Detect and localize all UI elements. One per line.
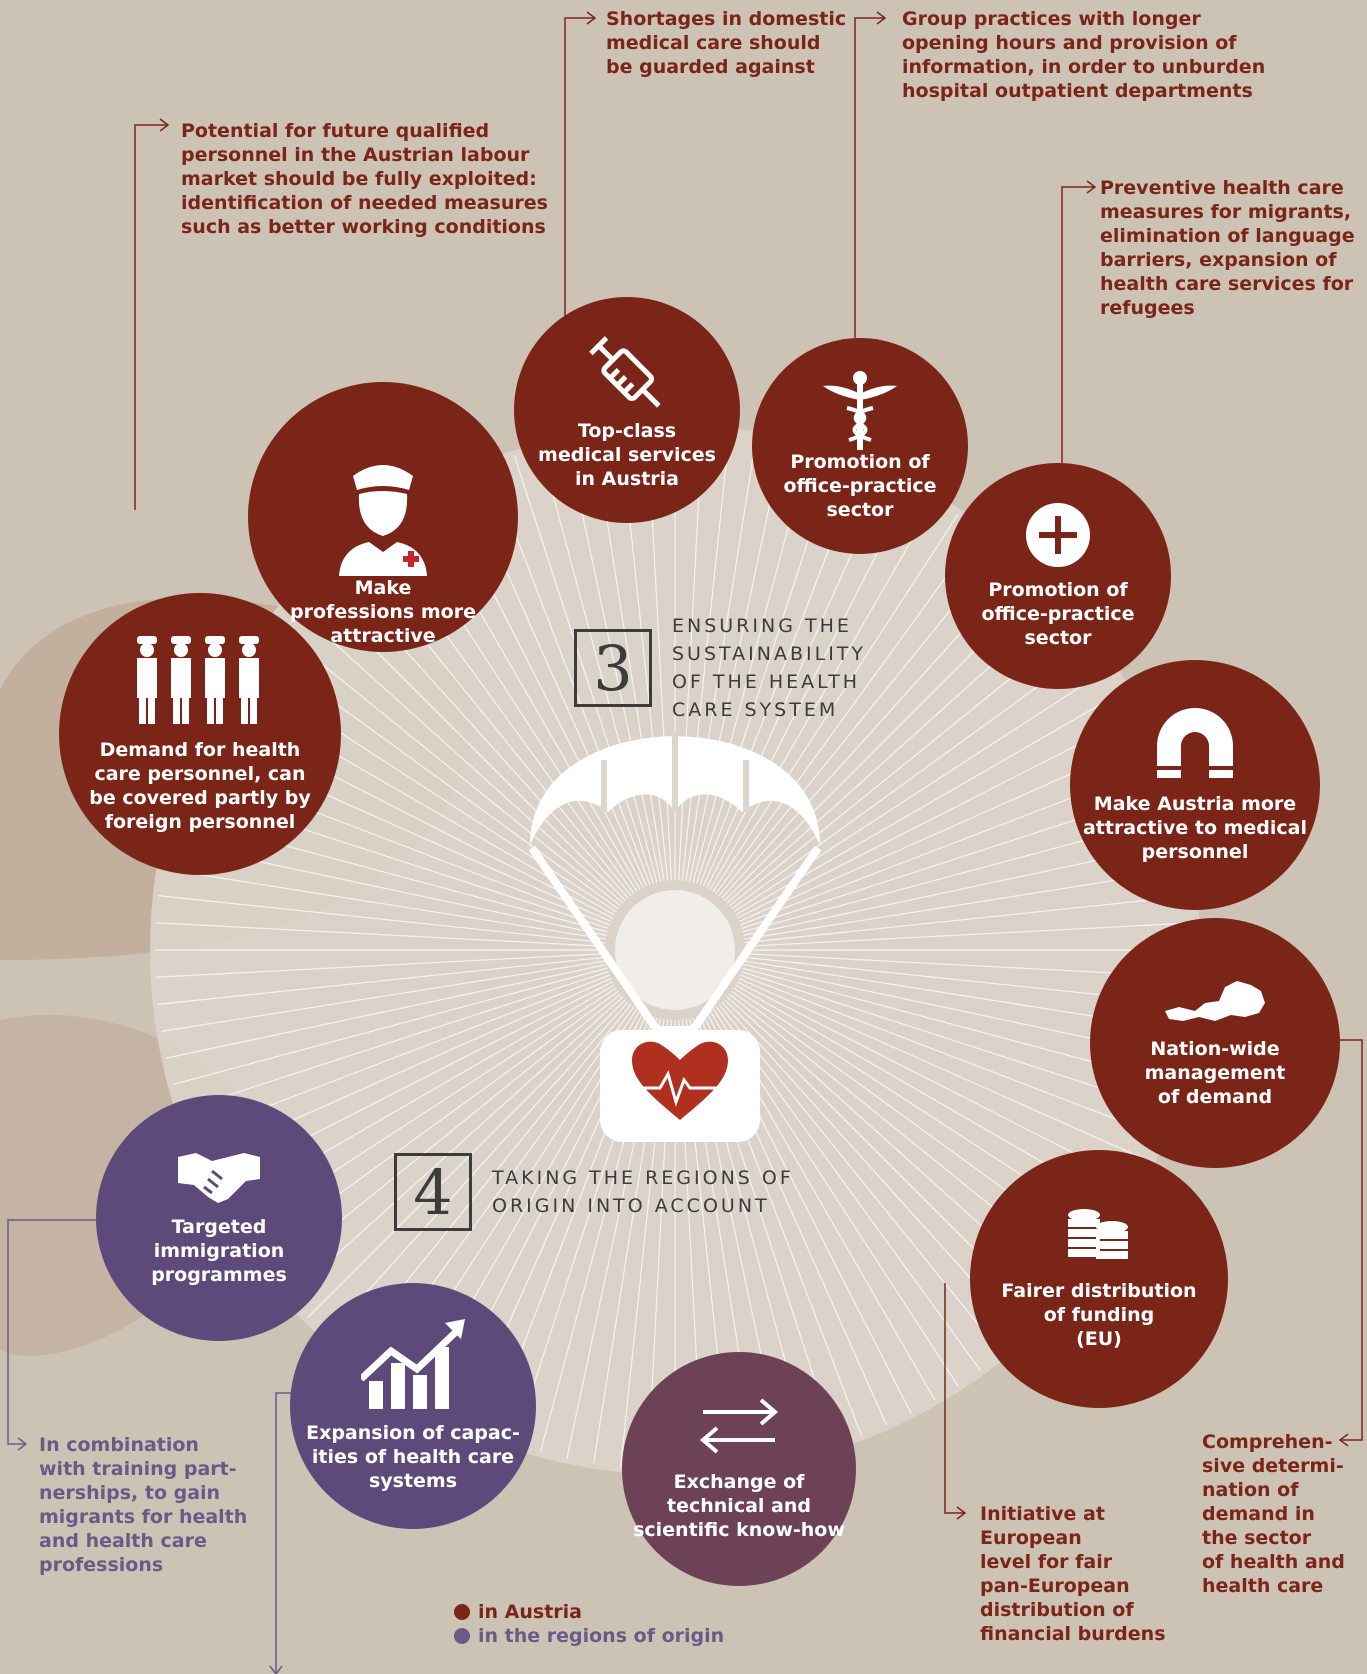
sunburst-ray [155, 953, 606, 978]
sunburst-ray [539, 447, 658, 883]
measure-label: Top-class medical services in Austria [538, 420, 716, 490]
note-eu-initiative: Initiative at European level for fair pa… [980, 1503, 1166, 1645]
sunburst-ray [738, 977, 1151, 1163]
sunburst-ray [270, 622, 621, 907]
measure-label: Fairer distribution of funding (EU) [1001, 1280, 1197, 1350]
caduceus-icon [823, 371, 897, 450]
note-demand-determination: Comprehen- sive determi- nation of deman… [1202, 1431, 1345, 1597]
syringe-icon [589, 336, 661, 408]
magnet-icon [1157, 708, 1233, 778]
note-group-practices: Group practices with longer opening hour… [902, 8, 1266, 102]
measure-label: Targeted immigration programmes [151, 1216, 287, 1286]
measure-office-practice-1: Promotion of office-practice sector [752, 338, 968, 554]
sunburst-ray [715, 1006, 982, 1372]
measure-label: Promotion of office-practice sector [783, 451, 937, 521]
measure-office-practice-2: Promotion of office-practice sector [945, 463, 1171, 689]
sunburst-ray [288, 601, 624, 904]
sunburst-ray [566, 441, 662, 882]
legend-item-origin: in the regions of origin [454, 1624, 724, 1648]
connector-lines-origin [7, 1219, 296, 1674]
note-preventive-care: Preventive health care measures for migr… [1100, 177, 1355, 319]
section-title: ENSURING THE SUSTAINABILITY OF THE HEALT… [672, 615, 867, 721]
sunburst-ray [326, 1001, 629, 1337]
measure-top-class-services: Top-class medical services in Austria [514, 297, 740, 523]
measure-label: Make Austria more attractive to medical … [1082, 793, 1308, 863]
measure-fairer-funding: Fairer distribution of funding (EU) [970, 1150, 1228, 1408]
sunburst-ray [172, 967, 608, 1086]
parachute-icon [528, 730, 822, 1142]
sunburst-ray [744, 922, 1195, 947]
measure-expansion-capacities: Expansion of capac- ities of health care… [290, 1283, 536, 1529]
sunburst-ray [688, 441, 784, 882]
sunburst-ray [166, 963, 607, 1059]
measure-nation-wide-management: Nation-wide management of demand [1090, 918, 1340, 1168]
section-3: 3 ENSURING THE SUSTAINABILITY OF THE HEA… [574, 612, 866, 724]
measure-targeted-immigration: Targeted immigration programmes [96, 1095, 342, 1341]
sunburst-ray [744, 895, 1193, 944]
sunburst-ray [157, 895, 606, 944]
legend-item-austria: in Austria [454, 1600, 724, 1624]
measure-label: Make professions more attractive [290, 577, 476, 647]
section-number: 4 [394, 1153, 472, 1231]
sunburst-ray [678, 430, 703, 881]
sunburst-ray [718, 1004, 1003, 1355]
plus-icon [1026, 503, 1090, 567]
measure-label: Promotion of office-practice sector [981, 579, 1135, 649]
sunburst-ray [740, 974, 1161, 1137]
section-number: 3 [574, 629, 652, 707]
legend-dot [454, 1604, 470, 1620]
sunburst-ray [180, 971, 609, 1112]
note-shortages: Shortages in domestic medical care shoul… [606, 8, 847, 78]
sunburst-ray [513, 455, 654, 884]
measure-attractive-medical-personnel: Make Austria more attractive to medical … [1070, 660, 1320, 910]
measure-demand-foreign-personnel: Demand for health care personnel, can be… [59, 593, 341, 875]
legend: in Austria in the regions of origin [454, 1600, 724, 1648]
note-training-partnerships: In combination with training part- nersh… [39, 1434, 248, 1576]
legend-label: in the regions of origin [478, 1625, 725, 1647]
section-4: 4 TAKING THE REGIONS OF ORIGIN INTO ACCO… [394, 1153, 794, 1231]
center-glow [615, 890, 735, 1010]
measure-label: Nation-wide management of demand [1144, 1038, 1286, 1108]
austria-map-icon [1165, 981, 1265, 1021]
coins-icon [1068, 1209, 1128, 1259]
measure-make-professions-attractive: Make professions more attractive [248, 382, 518, 652]
sunburst-ray [685, 436, 757, 881]
sunburst-ray [737, 713, 1139, 919]
sunburst-ray [733, 666, 1112, 913]
legend-dot [454, 1628, 470, 1644]
note-potential-personnel: Potential for future qualified personnel… [181, 120, 548, 238]
handshake-icon [178, 1153, 260, 1203]
sunburst-ray [155, 922, 606, 947]
legend-label: in Austria [478, 1601, 582, 1623]
measure-label: Exchange of technical and scientific kno… [633, 1471, 845, 1541]
measure-exchange-know-how: Exchange of technical and scientific kno… [622, 1352, 856, 1586]
exchange-arrows-icon [699, 1398, 779, 1454]
sunburst-ray [161, 868, 606, 940]
nurse-icon [339, 465, 427, 576]
staff-icon [137, 636, 259, 724]
sunburst-ray [161, 960, 606, 1032]
sunburst-ray [681, 432, 730, 881]
sunburst-ray [306, 999, 626, 1319]
sunburst-ray [715, 528, 982, 894]
sunburst-ray [157, 956, 606, 1005]
connector-lines [134, 17, 1363, 1514]
sunburst-ray [706, 486, 912, 888]
sunburst-ray [288, 996, 624, 1299]
growth-chart-icon [361, 1319, 465, 1409]
sunburst-ray [709, 499, 936, 890]
measure-label: Demand for health care personnel, can be… [89, 739, 311, 833]
sunburst-rays [155, 430, 1195, 1470]
sunburst-ray [731, 643, 1097, 910]
section-title: TAKING THE REGIONS OF ORIGIN INTO ACCOUN… [492, 1167, 794, 1217]
measure-label: Expansion of capac- ities of health care… [306, 1422, 520, 1492]
sunburst-ray [712, 513, 959, 892]
